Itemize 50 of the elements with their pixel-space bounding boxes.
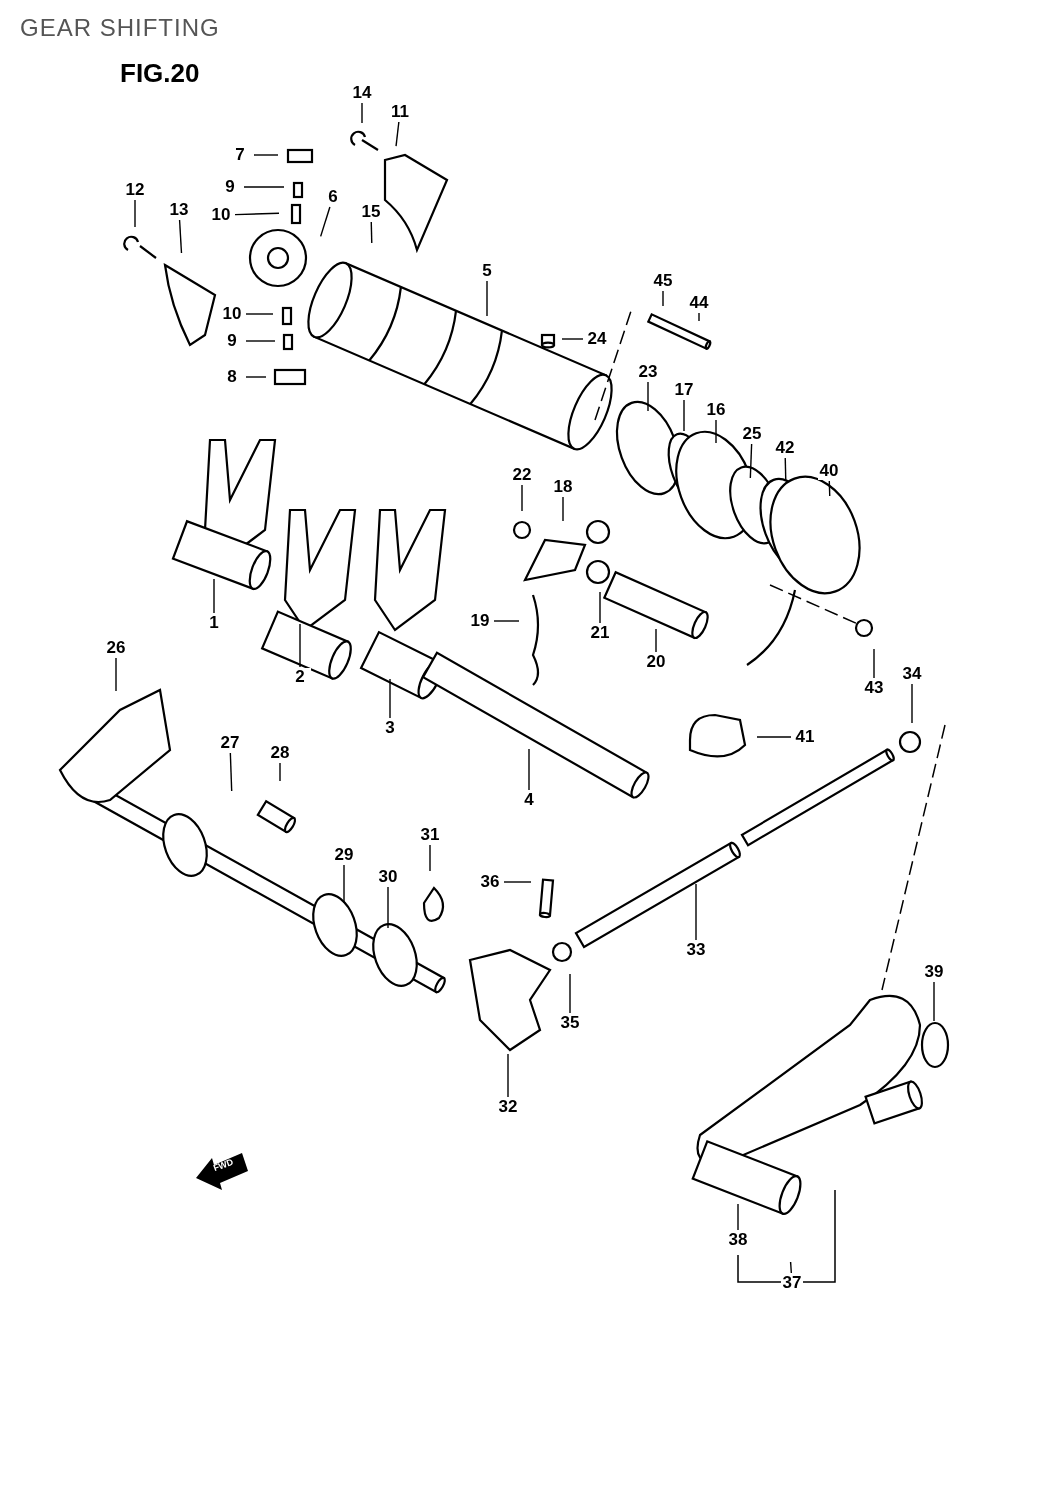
leader-line bbox=[784, 457, 787, 482]
callout-number: 40 bbox=[818, 462, 840, 480]
leader-line bbox=[387, 886, 389, 929]
leader-line bbox=[503, 881, 532, 883]
leader-line bbox=[698, 312, 700, 322]
leader-line bbox=[569, 973, 571, 1014]
leader-line bbox=[683, 399, 685, 432]
leader-line bbox=[715, 419, 717, 444]
leader-line bbox=[647, 381, 649, 412]
leader-line bbox=[873, 648, 875, 679]
leader-line bbox=[737, 1203, 739, 1231]
leader-line bbox=[115, 657, 117, 692]
leader-line bbox=[429, 844, 431, 872]
leader-line bbox=[178, 219, 183, 254]
leader-line bbox=[245, 376, 267, 378]
leader-line bbox=[229, 752, 233, 792]
leader-line bbox=[343, 864, 345, 904]
title: GEAR SHIFTING bbox=[20, 14, 220, 42]
figure-number: FIG.20 bbox=[120, 58, 200, 89]
leader-line bbox=[320, 206, 331, 238]
leader-line bbox=[933, 981, 935, 1022]
leader-line bbox=[789, 1261, 793, 1274]
leader-line bbox=[486, 280, 488, 317]
leader-line bbox=[521, 484, 523, 512]
leader-line bbox=[507, 1053, 509, 1098]
leader-line bbox=[213, 578, 215, 614]
leader-line bbox=[389, 678, 391, 719]
leader-line bbox=[245, 313, 274, 315]
leader-line bbox=[561, 338, 584, 340]
leader-line bbox=[395, 121, 400, 147]
leader-line bbox=[528, 748, 530, 791]
leader-line bbox=[299, 623, 301, 668]
leader-line bbox=[243, 186, 285, 188]
leader-line bbox=[562, 496, 564, 522]
leader-line bbox=[370, 221, 373, 244]
leader-line bbox=[749, 443, 753, 479]
direction-label: FWD bbox=[211, 1156, 235, 1174]
leader-line bbox=[279, 762, 281, 782]
leader-line bbox=[655, 628, 657, 653]
leader-line bbox=[599, 591, 601, 624]
leader-line bbox=[361, 102, 363, 124]
leader-line bbox=[662, 290, 664, 307]
leader-line bbox=[695, 883, 697, 941]
leader-line bbox=[911, 683, 913, 724]
leader-line bbox=[493, 620, 520, 622]
leader-line bbox=[756, 736, 792, 738]
leader-line bbox=[253, 154, 279, 156]
leader-line bbox=[234, 212, 280, 216]
leader-line bbox=[245, 340, 276, 342]
leader-line bbox=[134, 199, 136, 228]
